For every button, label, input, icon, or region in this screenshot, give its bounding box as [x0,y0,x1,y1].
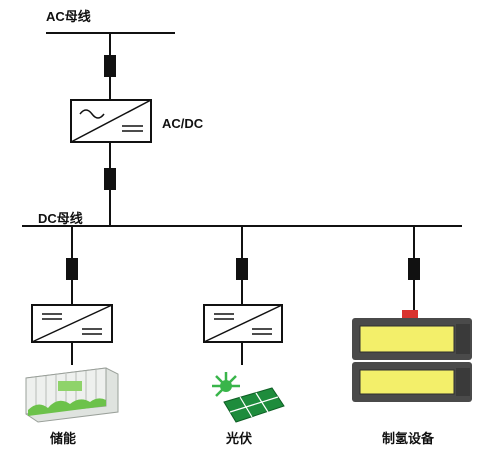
converter-icon [32,305,112,342]
converter-icon [71,100,151,142]
converter-icon [204,305,282,342]
breaker-icon [408,258,420,280]
ac-bus-label: AC母线 [46,6,91,25]
dc-bus-label: DC母线 [38,208,83,227]
hydrogen-label: 制氢设备 [382,428,434,447]
breaker-icon [104,168,116,190]
converter-label: AC/DC [162,116,203,131]
breaker-icon [66,258,78,280]
breaker-icon [236,258,248,280]
storage-container-icon [26,368,118,422]
storage-label: 储能 [50,428,76,447]
breaker-icon [104,55,116,77]
pv-label: 光伏 [226,428,252,447]
electrolyzer-icon [352,310,472,402]
solar-panel-icon [212,372,284,422]
